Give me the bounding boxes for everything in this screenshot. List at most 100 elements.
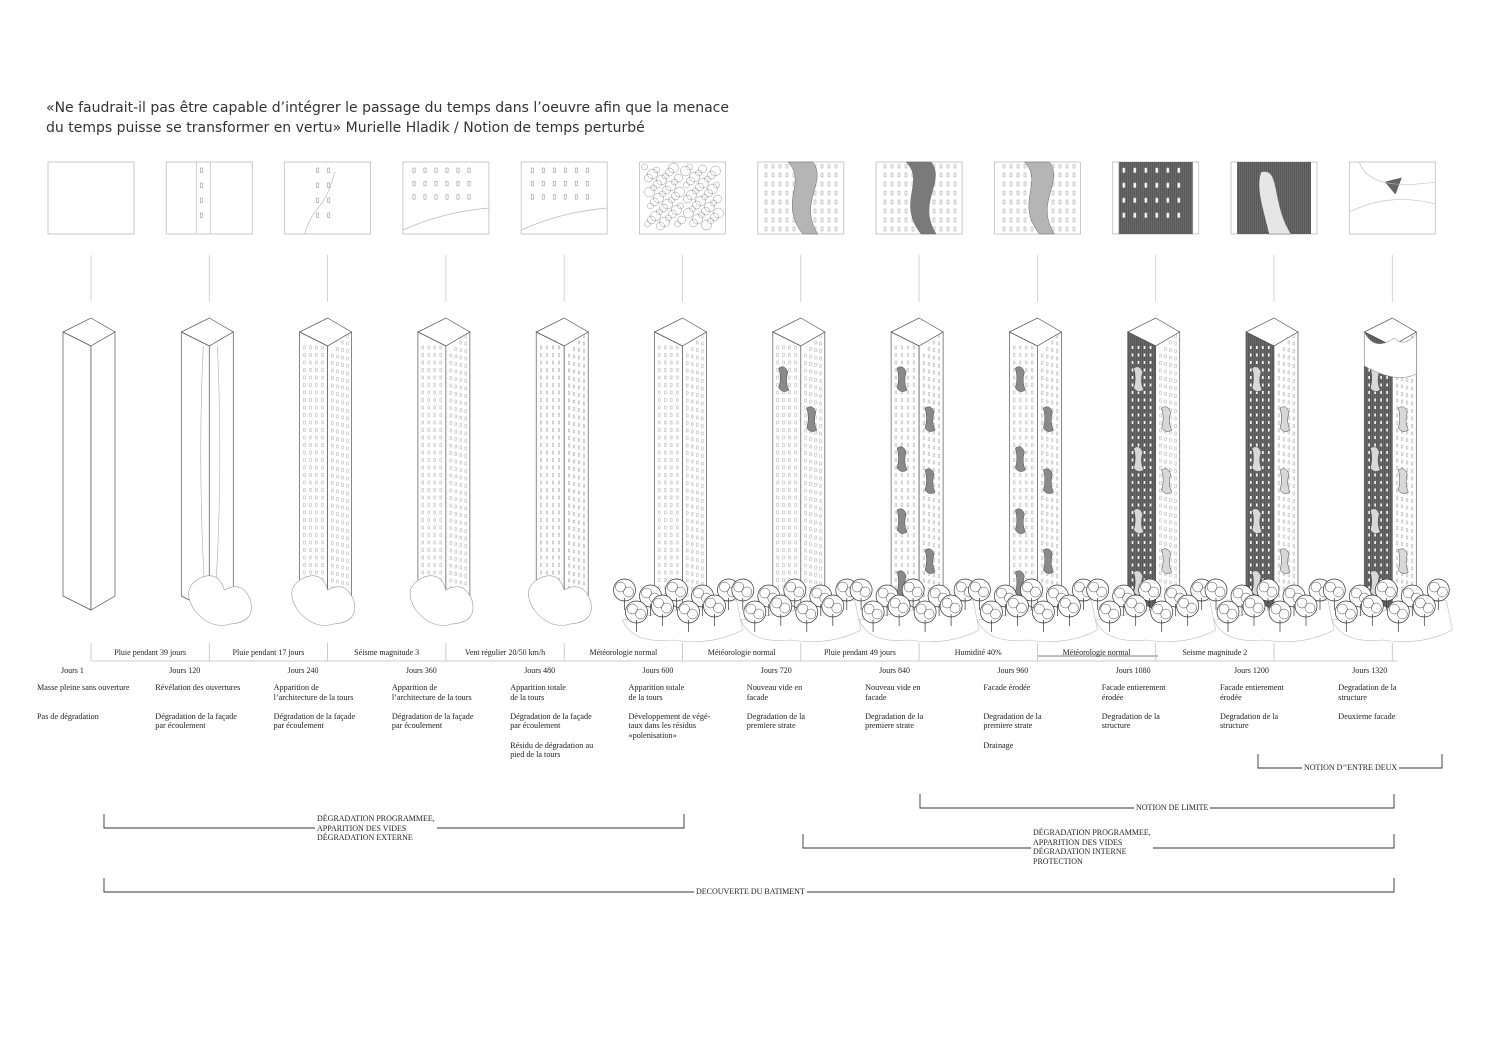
window [696, 453, 699, 457]
window [664, 503, 667, 507]
window [1056, 439, 1059, 443]
window [1159, 533, 1162, 538]
window [459, 475, 462, 480]
window [346, 461, 349, 466]
window [578, 453, 581, 457]
window [776, 480, 779, 485]
window [658, 495, 661, 500]
window [937, 574, 940, 578]
window [1019, 405, 1022, 410]
foliage [656, 208, 663, 216]
tower-right-face [208, 331, 234, 611]
window [1149, 496, 1152, 499]
window [1013, 480, 1016, 485]
window [421, 503, 424, 507]
window [1411, 469, 1414, 473]
window [1174, 469, 1177, 473]
window [546, 345, 549, 350]
window [1411, 454, 1414, 458]
window [1041, 391, 1044, 395]
window [1262, 571, 1264, 574]
window [336, 422, 339, 426]
window [459, 490, 462, 495]
window [346, 454, 349, 458]
window [670, 458, 673, 462]
description-line: Degradation de la [865, 711, 924, 721]
window [1256, 556, 1258, 559]
window [303, 450, 306, 455]
window [573, 429, 576, 434]
window [1268, 511, 1270, 514]
window [691, 347, 694, 351]
window [346, 424, 349, 428]
window [1046, 512, 1049, 516]
window [1174, 386, 1177, 391]
window [421, 353, 424, 357]
window [1411, 439, 1414, 443]
window [927, 527, 930, 531]
window [1051, 513, 1054, 517]
window [1149, 556, 1152, 559]
window [321, 510, 324, 515]
window [1277, 533, 1280, 538]
tree [1124, 594, 1148, 626]
window [321, 450, 324, 455]
window [894, 548, 897, 552]
window [1041, 383, 1044, 388]
window [331, 488, 334, 493]
window [309, 353, 312, 357]
window [454, 377, 457, 381]
window [303, 405, 306, 410]
window [676, 345, 679, 350]
window [809, 474, 812, 479]
window [1268, 496, 1270, 499]
window [1406, 573, 1409, 577]
description-line [37, 693, 130, 703]
day-label-2: Jours 120 [169, 666, 201, 675]
window [1019, 435, 1022, 440]
window [1386, 376, 1388, 379]
window [427, 443, 430, 447]
window [691, 399, 694, 404]
window [776, 465, 779, 470]
window [696, 550, 699, 555]
window [346, 431, 349, 436]
window [782, 488, 785, 492]
window [1380, 473, 1382, 477]
window [819, 341, 822, 346]
facade-void [896, 446, 908, 472]
window [309, 548, 312, 552]
window [782, 503, 785, 507]
window [427, 518, 430, 522]
description-line [510, 731, 593, 741]
window [454, 497, 457, 501]
window [321, 383, 324, 387]
tower-6 [613, 317, 743, 642]
window [691, 459, 694, 464]
window [573, 384, 576, 389]
window [568, 391, 571, 395]
window [558, 353, 561, 357]
window [1287, 355, 1290, 360]
window [449, 451, 452, 455]
window [464, 394, 467, 398]
window [427, 368, 430, 372]
foliage [659, 190, 666, 198]
window [558, 480, 561, 485]
window [1292, 424, 1295, 428]
window [906, 450, 909, 455]
window [459, 513, 462, 517]
window [1386, 503, 1388, 507]
tower-9 [968, 317, 1098, 642]
window [794, 495, 797, 500]
window [1025, 533, 1028, 537]
window [1137, 443, 1140, 447]
window [1164, 362, 1167, 366]
window [701, 506, 704, 511]
description-line: Résidu de dégradation au [510, 740, 594, 750]
window [583, 364, 586, 368]
window [922, 578, 925, 583]
window [1025, 555, 1028, 560]
window [1368, 518, 1370, 522]
window [1051, 453, 1054, 457]
